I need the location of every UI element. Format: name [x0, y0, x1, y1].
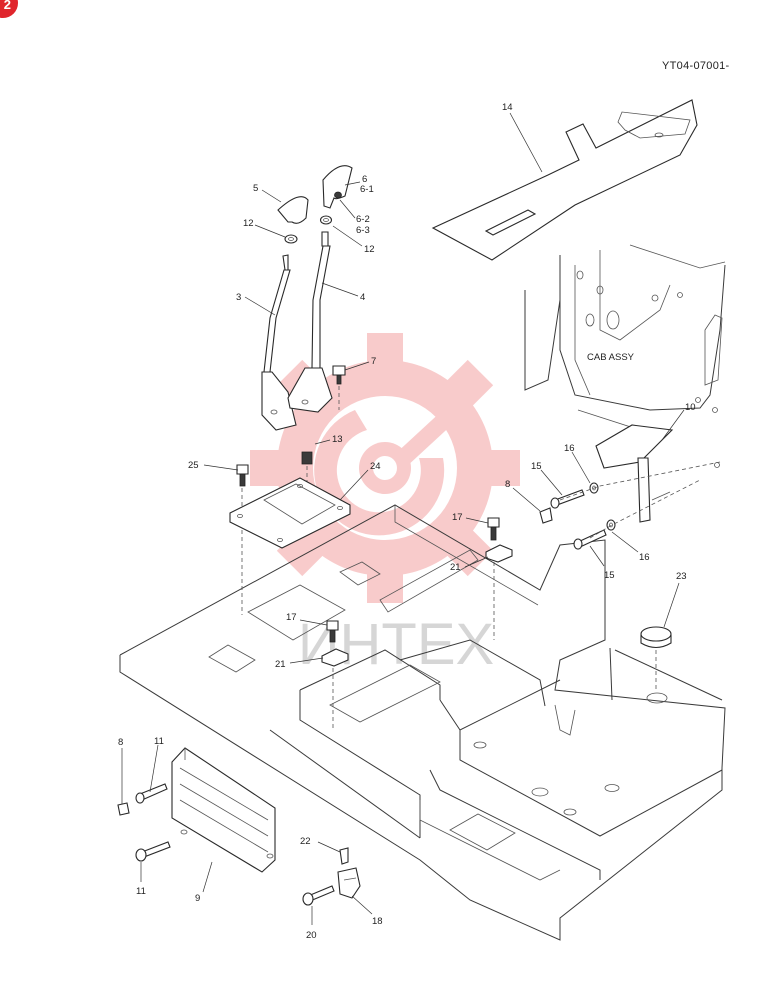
callout-11-upper: 11 — [154, 736, 164, 747]
callout-17-lower: 17 — [286, 612, 297, 623]
part-16-washer-lower[interactable] — [606, 519, 616, 531]
part-11-bolt-lower[interactable] — [135, 841, 171, 862]
part-15-bolt-lower[interactable] — [573, 529, 607, 550]
part-6-knob[interactable] — [322, 165, 353, 209]
part-3-lever[interactable] — [261, 254, 297, 431]
callout-15-lower: 15 — [604, 570, 615, 581]
callout-18: 18 — [372, 916, 383, 927]
part-25-bolt[interactable] — [236, 464, 249, 615]
callout-15-upper: 15 — [531, 461, 542, 472]
callout-17-upper: 17 — [452, 512, 463, 523]
callout-3: 3 — [236, 292, 241, 303]
part-12-nut-right[interactable] — [319, 215, 333, 225]
callout-22: 22 — [300, 836, 311, 847]
callout-11-lower: 11 — [136, 886, 146, 897]
callout-5: 5 — [253, 183, 258, 194]
callout-20: 20 — [306, 930, 317, 941]
callout-6-1: 6-1 — [360, 184, 374, 195]
callout-21-lower: 21 — [275, 659, 286, 670]
part-8-nut-upper[interactable] — [539, 507, 553, 524]
callout-12-right: 12 — [364, 244, 375, 255]
callout-25: 25 — [188, 460, 199, 471]
part-22-pin[interactable] — [339, 847, 349, 865]
part-8-nut-lower[interactable] — [117, 802, 130, 816]
callout-6-2: 6-2 — [356, 214, 370, 225]
cab-assy-label: CAB ASSY — [587, 352, 635, 363]
callout-6: 6 — [362, 174, 367, 185]
part-5-knob[interactable] — [277, 196, 309, 224]
callouts: 14 6 6-1 6-2 6-3 5 12 12 3 4 7 10 16 — [118, 102, 696, 941]
part-10-bracket[interactable] — [595, 424, 674, 523]
page-badge[interactable]: 2 — [0, 0, 18, 18]
part-12-nut-left[interactable] — [284, 234, 298, 244]
callout-24: 24 — [370, 461, 381, 472]
callout-8-lower: 8 — [118, 737, 123, 748]
callout-16-lower: 16 — [639, 552, 650, 563]
callout-10: 10 — [685, 402, 696, 413]
callout-7: 7 — [371, 356, 376, 367]
part-4-lever[interactable] — [287, 231, 333, 413]
part-17-bolt-lower[interactable] — [326, 620, 339, 730]
part-24-plate[interactable] — [229, 477, 351, 549]
part-11-bolt-upper[interactable] — [135, 783, 168, 804]
part-14-mat[interactable] — [431, 99, 698, 261]
callout-21-upper: 21 — [450, 562, 461, 573]
floor-frame — [119, 504, 726, 941]
callout-8-upper: 8 — [505, 479, 510, 490]
part-7-bolt[interactable] — [332, 365, 346, 410]
page-badge-number: 2 — [3, 0, 11, 12]
callout-23: 23 — [676, 571, 687, 582]
callout-4: 4 — [360, 292, 365, 303]
part-20-bolt[interactable] — [302, 885, 335, 906]
part-9-cover[interactable] — [171, 747, 276, 873]
cab-assy — [524, 244, 726, 468]
callout-13: 13 — [332, 434, 343, 445]
part-21-clip-lower[interactable] — [321, 648, 349, 667]
callout-12-left: 12 — [243, 218, 254, 229]
callout-14: 14 — [502, 102, 513, 113]
callout-16-upper: 16 — [564, 443, 575, 454]
drawing-number: YT04-07001- — [662, 60, 730, 72]
callout-9: 9 — [195, 893, 200, 904]
part-18-bracket[interactable] — [337, 867, 361, 899]
callout-6-3: 6-3 — [356, 225, 370, 236]
part-17-bolt-upper[interactable] — [487, 517, 500, 640]
part-15-bolt-upper[interactable] — [550, 489, 585, 509]
part-13-bushing[interactable] — [301, 451, 313, 490]
part-23-plug[interactable] — [640, 626, 672, 690]
